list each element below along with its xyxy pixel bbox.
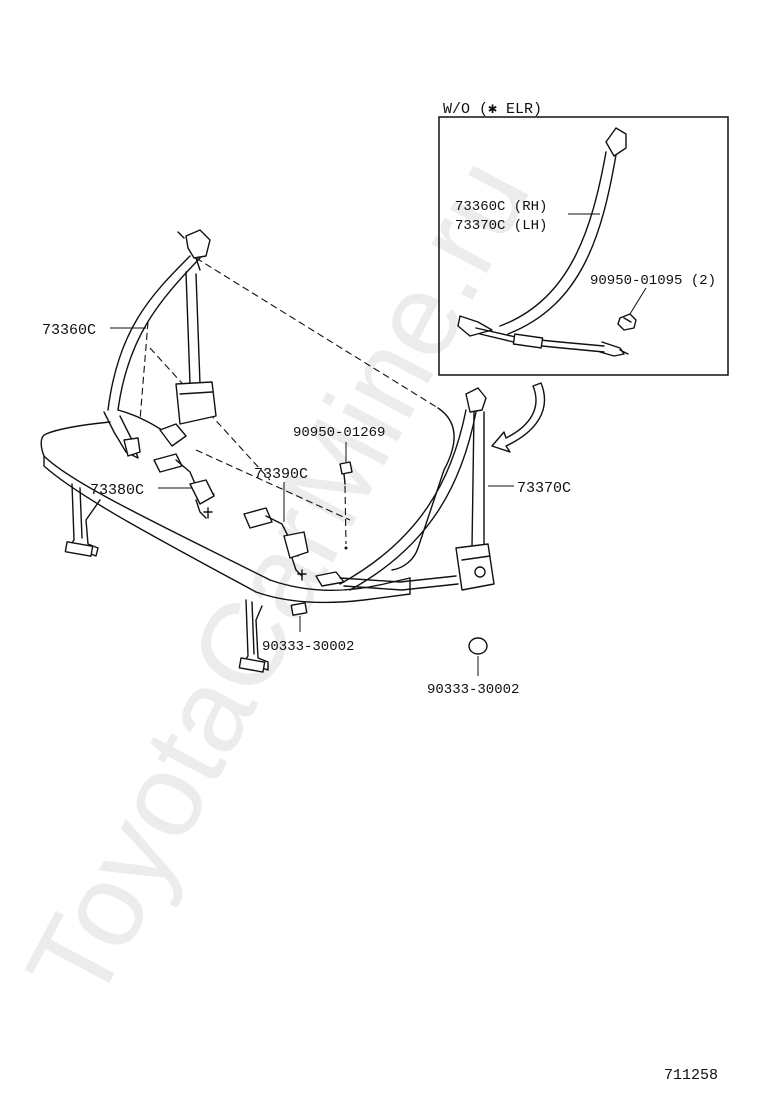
label-73360c: 73360C [42, 322, 96, 339]
inset-frame [438, 116, 729, 376]
label-73380c: 73380C [90, 482, 144, 499]
inset-label-nut: 90950-01095 (2) [590, 273, 716, 289]
inset-leader-nut [629, 287, 647, 315]
label-90950-01269: 90950-01269 [293, 425, 385, 441]
label-plug-right: 90333-30002 [427, 682, 519, 698]
buckle-73380c-drawing [153, 453, 215, 519]
inset-panel: W/O (✱ ELR) 73360C (RH) 73370C (LH) 9095… [438, 101, 729, 376]
reference-arrow [491, 382, 546, 453]
plug-right-drawing [468, 637, 488, 655]
label-73390c: 73390C [254, 466, 308, 483]
nut-90950-01095-drawing [617, 313, 637, 331]
inset-label-belt-lh: 73370C (LH) [455, 218, 547, 234]
belt-73370c-drawing [315, 387, 495, 591]
bolt-90950-01269-drawing [339, 461, 353, 550]
buckle-73390c-drawing [243, 507, 309, 581]
label-plug-left: 90333-30002 [262, 639, 354, 655]
diagram-number: 711258 [664, 1067, 718, 1084]
plug-left-drawing [290, 602, 308, 616]
inset-seat-belt-drawing [457, 127, 629, 357]
label-73370c: 73370C [517, 480, 571, 497]
inset-title: W/O (✱ ELR) [443, 101, 542, 118]
belt-73360c-drawing [103, 229, 217, 459]
inset-label-belt-rh: 73360C (RH) [455, 199, 547, 215]
